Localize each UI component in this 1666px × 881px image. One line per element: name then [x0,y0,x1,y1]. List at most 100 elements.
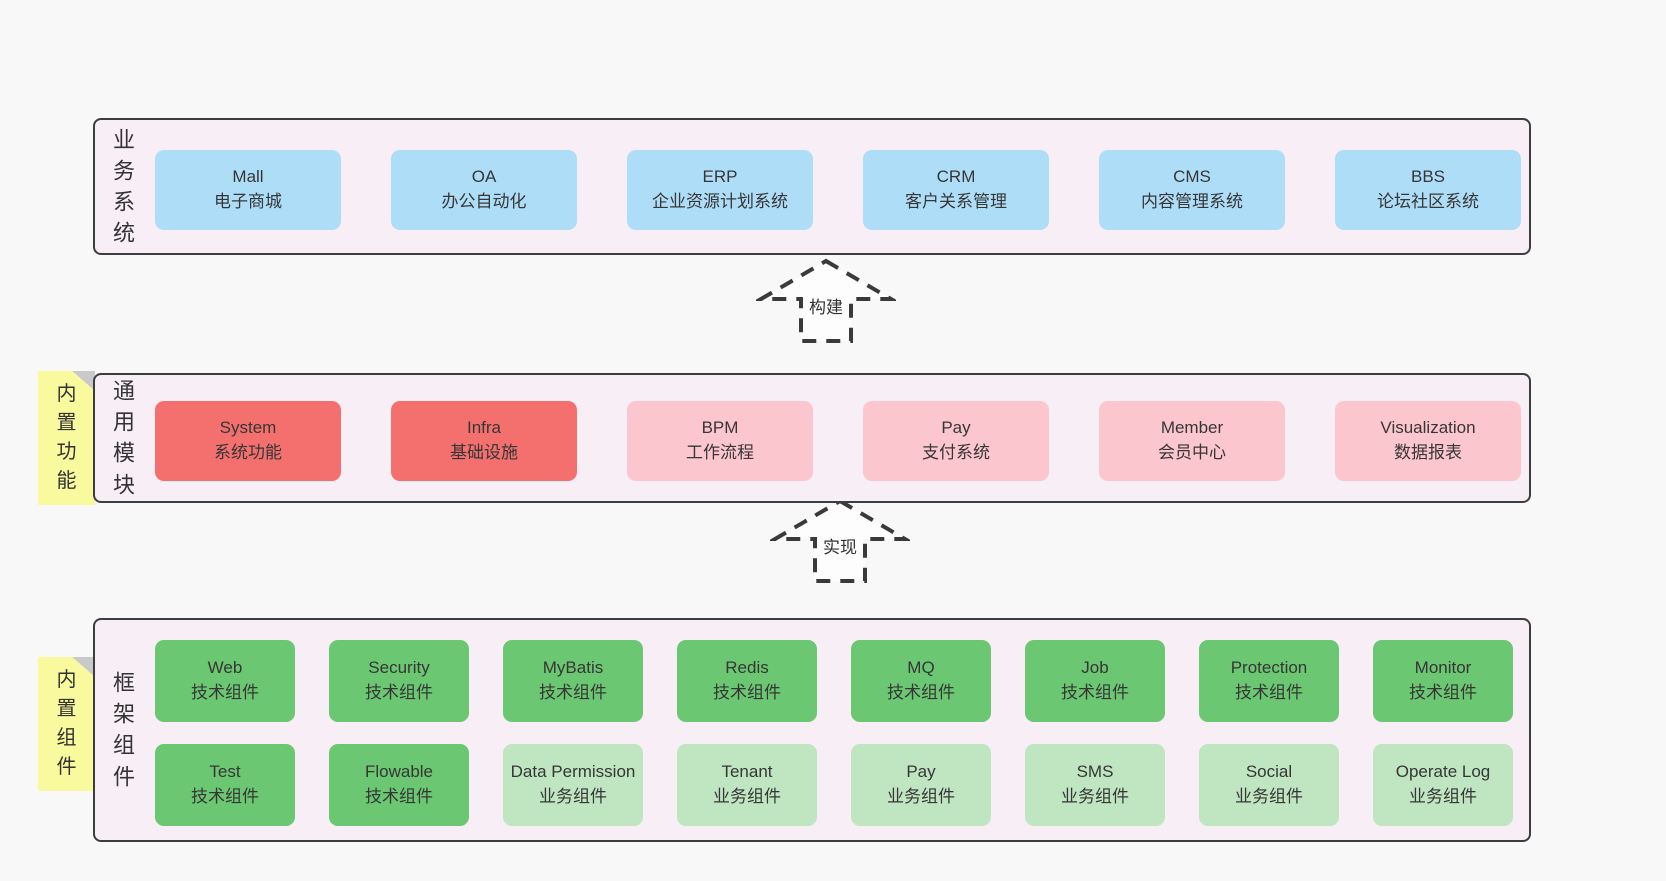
box-subtitle: 业务组件 [887,787,955,806]
box-subtitle: 技术组件 [1235,683,1303,702]
box-monitor: Monitor 技术组件 [1373,640,1513,722]
build-arrow-label: 构建 [803,293,849,318]
box-title: MyBatis [542,658,604,678]
box-title: SMS [1076,762,1114,782]
box-subtitle: 系统功能 [214,443,282,462]
box-title: Redis [725,658,769,678]
sticky-note-label: 内置组件 [56,669,77,778]
box-social: Social 业务组件 [1199,744,1339,826]
box-subtitle: 工作流程 [686,443,754,462]
box-redis: Redis 技术组件 [677,640,817,722]
box-title: Flowable [364,762,434,782]
sticky-note-label: 内置功能 [56,383,77,492]
box-subtitle: 基础设施 [450,443,518,462]
layer-framework-components: 框架组件 Web 技术组件 Security 技术组件 MyBatis 技术组件… [93,618,1531,842]
box-sms: SMS 业务组件 [1025,744,1165,826]
box-title: Security [368,658,430,678]
box-title: CRM [936,167,976,187]
box-title: MQ [907,658,935,678]
box-oa: OA 办公自动化 [391,150,577,230]
box-system: System 系统功能 [155,401,341,481]
components-box-row-2: Test 技术组件 Flowable 技术组件 Data Permission … [155,744,1513,826]
layer-common-modules-label: 通用模块 [112,378,135,498]
box-subtitle: 技术组件 [191,787,259,806]
box-mall: Mall 电子商城 [155,150,341,230]
box-subtitle: 业务组件 [713,787,781,806]
box-operate-log: Operate Log 业务组件 [1373,744,1513,826]
box-subtitle: 技术组件 [1409,683,1477,702]
box-subtitle: 电子商城 [214,192,282,211]
box-mybatis: MyBatis 技术组件 [503,640,643,722]
box-title: OA [471,167,497,187]
box-title: Tenant [721,762,773,782]
box-cms: CMS 内容管理系统 [1099,150,1285,230]
box-title: BBS [1410,167,1446,187]
implement-arrow-label: 实现 [817,533,863,558]
box-title: BPM [701,418,739,438]
box-subtitle: 会员中心 [1158,443,1226,462]
box-title: ERP [702,167,738,187]
box-tenant: Tenant 业务组件 [677,744,817,826]
box-crm: CRM 客户关系管理 [863,150,1049,230]
sticky-note-builtin-features: 内置功能 [38,371,95,505]
box-subtitle: 技术组件 [887,683,955,702]
box-subtitle: 数据报表 [1394,443,1462,462]
layer-framework-components-label: 框架组件 [112,670,135,790]
layer-business-systems: 业务系统 Mall 电子商城 OA 办公自动化 ERP 企业资源计划系统 CRM… [93,118,1531,255]
box-title: Job [1081,658,1109,678]
box-data-permission: Data Permission 业务组件 [503,744,643,826]
box-title: Pay [941,418,971,438]
box-subtitle: 业务组件 [1409,787,1477,806]
box-erp: ERP 企业资源计划系统 [627,150,813,230]
box-bpm: BPM 工作流程 [627,401,813,481]
box-subtitle: 技术组件 [539,683,607,702]
sticky-note-builtin-components: 内置组件 [38,657,95,791]
box-bbs: BBS 论坛社区系统 [1335,150,1521,230]
box-title: Member [1160,418,1224,438]
box-title: Mall [232,167,264,187]
box-subtitle: 内容管理系统 [1141,192,1243,211]
box-title: Infra [466,418,502,438]
modules-box-row: System 系统功能 Infra 基础设施 BPM 工作流程 Pay 支付系统… [155,401,1521,481]
box-title: Pay [906,762,936,782]
box-subtitle: 论坛社区系统 [1377,192,1479,211]
box-subtitle: 技术组件 [191,683,259,702]
box-subtitle: 技术组件 [365,787,433,806]
box-subtitle: 支付系统 [922,443,990,462]
business-box-row: Mall 电子商城 OA 办公自动化 ERP 企业资源计划系统 CRM 客户关系… [155,150,1521,230]
box-title: Test [209,762,241,782]
box-subtitle: 业务组件 [539,787,607,806]
box-title: Data Permission [510,762,636,782]
box-subtitle: 业务组件 [1235,787,1303,806]
box-title: Web [207,658,243,678]
box-mq: MQ 技术组件 [851,640,991,722]
box-member: Member 会员中心 [1099,401,1285,481]
box-title: Visualization [1380,418,1476,438]
box-title: Social [1245,762,1293,782]
box-subtitle: 技术组件 [1061,683,1129,702]
box-pay-component: Pay 业务组件 [851,744,991,826]
box-title: CMS [1173,167,1211,187]
box-subtitle: 企业资源计划系统 [652,192,788,211]
components-box-row-1: Web 技术组件 Security 技术组件 MyBatis 技术组件 Redi… [155,640,1513,722]
box-flowable: Flowable 技术组件 [329,744,469,826]
layer-business-systems-label: 业务系统 [112,127,135,246]
box-title: Monitor [1414,658,1472,678]
box-infra: Infra 基础设施 [391,401,577,481]
box-security: Security 技术组件 [329,640,469,722]
box-subtitle: 客户关系管理 [905,192,1007,211]
box-title: Operate Log [1395,762,1491,782]
box-web: Web 技术组件 [155,640,295,722]
box-test: Test 技术组件 [155,744,295,826]
box-title: Protection [1230,658,1308,678]
box-title: System [219,418,277,438]
box-subtitle: 业务组件 [1061,787,1129,806]
box-job: Job 技术组件 [1025,640,1165,722]
layer-common-modules: 通用模块 System 系统功能 Infra 基础设施 BPM 工作流程 Pay… [93,373,1531,503]
box-visualization: Visualization 数据报表 [1335,401,1521,481]
box-pay-module: Pay 支付系统 [863,401,1049,481]
box-subtitle: 办公自动化 [441,192,527,211]
sticky-fold-icon [72,657,95,677]
box-protection: Protection 技术组件 [1199,640,1339,722]
